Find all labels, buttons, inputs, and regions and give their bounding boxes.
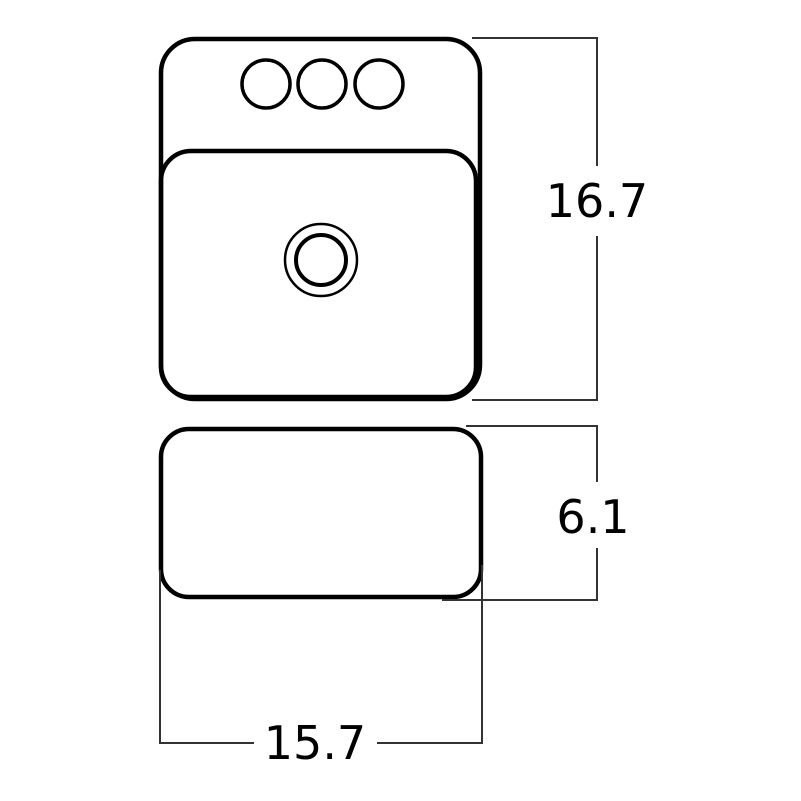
faucet-hole-right: [353, 58, 405, 110]
top-view: [158, 36, 483, 402]
height-dimension: [442, 425, 598, 601]
basin-outline: [158, 148, 479, 400]
faucet-hole-center: [296, 58, 348, 110]
side-profile-outline: [158, 426, 484, 600]
faucet-holes: [240, 58, 405, 110]
side-view: [158, 426, 484, 600]
width-dimension-label: 15.7: [264, 716, 366, 770]
depth-dimension: [472, 37, 598, 401]
drain-outer-ring: [283, 222, 359, 298]
width-dimension: [159, 565, 483, 744]
height-dimension-label: 6.1: [556, 490, 629, 544]
faucet-hole-left: [240, 58, 292, 110]
sink-outer-outline: [158, 36, 483, 402]
drain-inner-ring: [294, 233, 348, 287]
drain-icon: [283, 222, 359, 298]
depth-dimension-label: 16.7: [546, 174, 648, 228]
